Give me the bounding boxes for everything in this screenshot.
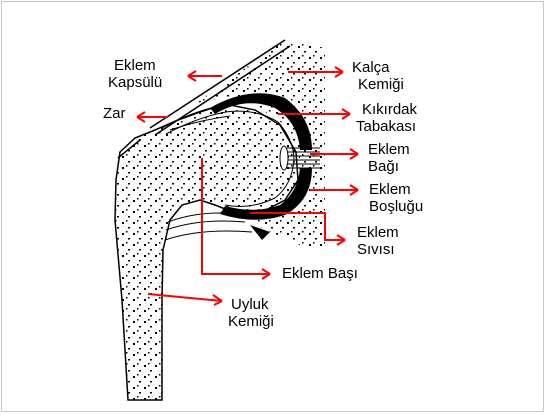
label-joint-capsule: Eklem Kapsülü (114, 57, 162, 91)
arrow-membrane (137, 112, 168, 122)
label-joint-fluid: Eklem Sıvısı (357, 224, 399, 258)
label-joint-ligament: Eklem Bağı (368, 141, 410, 175)
label-cartilage-layer: Kıkırdak Tabakası (362, 101, 417, 135)
femur-shape (115, 104, 298, 400)
label-hip-bone: Kalça Kemiği (352, 59, 404, 93)
arrow-joint-capsule (188, 71, 222, 81)
label-membrane: Zar (103, 105, 126, 122)
label-joint-head: Eklem Başı (282, 265, 358, 282)
label-thigh-bone: Uyluk Kemiği (231, 296, 274, 330)
label-joint-cavity: Eklem Boşluğu (369, 181, 423, 215)
